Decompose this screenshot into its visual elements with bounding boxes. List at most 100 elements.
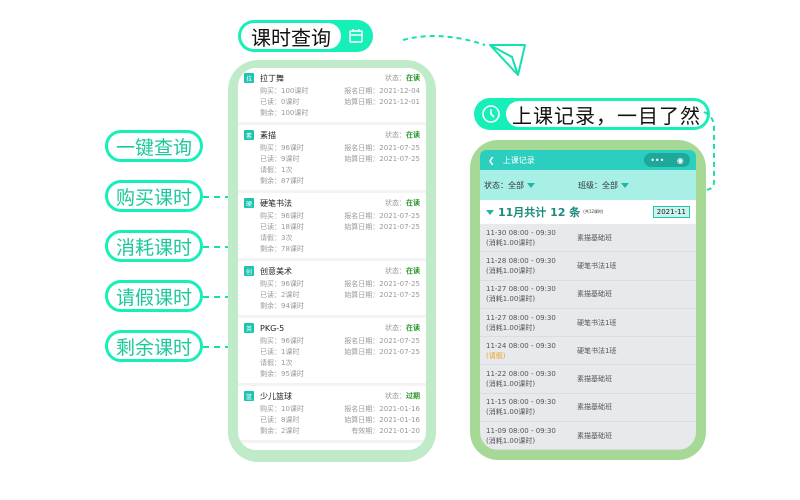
status-label: 状态：	[385, 199, 406, 207]
record-row[interactable]: 11-24 08:00 - 09:30(请假)硬笔书法1班	[480, 337, 696, 366]
label-text: 一键查询	[115, 136, 192, 159]
course-stat: 已读：8课时	[260, 416, 300, 424]
close-target-icon[interactable]: ◉	[676, 155, 684, 165]
course-date: 报名日期：2021-07-25	[344, 144, 420, 152]
connector	[203, 246, 231, 248]
course-name: 硬笔书法	[260, 198, 292, 208]
record-class: 硬笔书法1班	[577, 346, 617, 355]
record-row[interactable]: 11-09 08:00 - 09:30(消耗1.00课时)素描基础班	[480, 422, 696, 450]
course-stat: 已读：2课时	[260, 291, 300, 299]
course-badge: 篮	[244, 391, 254, 401]
record-time: 11-27 08:00 - 09:30	[486, 313, 556, 322]
month-header[interactable]: 11月共计 12 条 (共12课时) 2021-11	[480, 200, 696, 224]
course-stat: 剩余：2课时	[260, 427, 300, 435]
course-badge: 创	[244, 266, 254, 276]
label-text: 购买课时	[115, 186, 192, 209]
status-label: 状态：	[385, 131, 406, 139]
course-status: 状态：在读	[385, 198, 420, 208]
back-icon[interactable]: ❮	[488, 155, 495, 165]
record-time: 11-09 08:00 - 09:30	[486, 426, 556, 435]
course-badge: 拉	[244, 73, 254, 83]
record-row[interactable]: 11-22 08:00 - 09:30(消耗1.00课时)素描基础班	[480, 365, 696, 394]
record-class: 素描基础班	[577, 403, 612, 412]
course-stat: 剩余：95课时	[260, 370, 304, 378]
course-stat: 请假：1次	[260, 166, 293, 174]
status-value: 过期	[406, 392, 420, 400]
label-purchased: 购买课时	[105, 180, 203, 212]
course-date: 报名日期：2021-01-16	[344, 405, 420, 413]
filter-bar: 状态：全部 班级：全部	[480, 170, 696, 200]
record-class: 硬笔书法1班	[577, 318, 617, 327]
course-card[interactable]: 篮少儿篮球 状态：过期购买：10课时 报名日期：2021-01-16 已读：8课时 始算…	[238, 386, 426, 443]
course-badge: 硬	[244, 198, 254, 208]
status-label: 状态：	[385, 392, 406, 400]
course-name: 素描	[260, 130, 276, 140]
month-picker[interactable]: 2021-11	[652, 206, 690, 218]
course-stat: 剩余：94课时	[260, 302, 304, 310]
month-sub: (共12课时)	[583, 209, 604, 214]
status-label: 状态：	[385, 267, 406, 275]
course-stat: 购买：10课时	[260, 405, 304, 413]
label-consumed: 消耗课时	[105, 230, 203, 262]
status-value: 在读	[406, 324, 420, 332]
course-stat: 购买：96课时	[260, 337, 304, 345]
course-status: 状态：过期	[385, 391, 420, 401]
class-filter[interactable]: 班级：全部	[578, 180, 629, 191]
record-row[interactable]: 11-15 08:00 - 09:30(消耗1.00课时)素描基础班	[480, 394, 696, 423]
course-stat: 购买：96课时	[260, 280, 304, 288]
course-date: 始算日期：2021-07-25	[344, 291, 420, 299]
connector	[203, 346, 231, 348]
course-card[interactable]	[238, 443, 426, 450]
course-date: 报名日期：2021-07-25	[344, 337, 420, 345]
more-icon[interactable]: •••	[650, 155, 665, 165]
course-status: 状态：在读	[385, 323, 420, 333]
record-class: 素描基础班	[577, 233, 612, 242]
course-stat: 剩余：87课时	[260, 177, 304, 185]
class-filter-label: 班级：全部	[578, 180, 618, 190]
clock-icon	[476, 99, 506, 129]
course-name: PKG-5	[260, 323, 285, 333]
record-note: (消耗1.00课时)	[486, 408, 536, 417]
record-time: 11-24 08:00 - 09:30	[486, 341, 556, 350]
course-status: 状态：在读	[385, 130, 420, 140]
connector	[203, 196, 231, 198]
status-filter[interactable]: 状态：全部	[484, 180, 578, 191]
paper-plane-icon	[402, 35, 526, 76]
title-course-query: 课时查询	[238, 20, 373, 52]
course-stat: 请假：3次	[260, 234, 293, 242]
status-value: 在读	[406, 74, 420, 82]
record-class: 硬笔书法1班	[577, 261, 617, 270]
status-label: 状态：	[385, 324, 406, 332]
record-row[interactable]: 11-27 08:00 - 09:30(消耗1.00课时) 硬笔书法1班	[480, 309, 696, 338]
course-stat: 请假：1次	[260, 359, 293, 367]
course-status: 状态：在读	[385, 73, 420, 83]
record-row[interactable]: 11-30 08:00 - 09:30(消耗1.00课时)素描基础班	[480, 224, 696, 253]
record-note: (消耗1.00课时)	[486, 295, 536, 304]
course-badge: 素	[244, 130, 254, 140]
label-text: 剩余课时	[115, 336, 192, 359]
record-class: 素描基础班	[577, 290, 612, 299]
collapse-icon	[486, 209, 494, 215]
course-name: 少儿篮球	[260, 391, 292, 401]
title-text: 课时查询	[241, 23, 341, 50]
course-stat: 购买：96课时	[260, 144, 304, 152]
record-row[interactable]: 11-27 08:00 - 09:30(消耗1.00课时)素描基础班	[480, 281, 696, 309]
connector	[703, 111, 715, 191]
record-row[interactable]: 11-28 08:00 - 09:30(消耗1.00课时)硬笔书法1班	[480, 252, 696, 281]
label-remaining: 剩余课时	[105, 330, 203, 362]
record-note: (消耗1.00课时)	[486, 436, 536, 445]
connector	[203, 296, 231, 298]
course-stat: 剩余：100课时	[260, 109, 309, 117]
record-note: (消耗1.00课时)	[486, 323, 536, 332]
course-date: 始算日期：2021-01-16	[344, 416, 420, 424]
record-class: 素描基础班	[577, 375, 612, 384]
nav-title: 上课记录	[502, 155, 535, 165]
label-text: 消耗课时	[115, 236, 192, 259]
